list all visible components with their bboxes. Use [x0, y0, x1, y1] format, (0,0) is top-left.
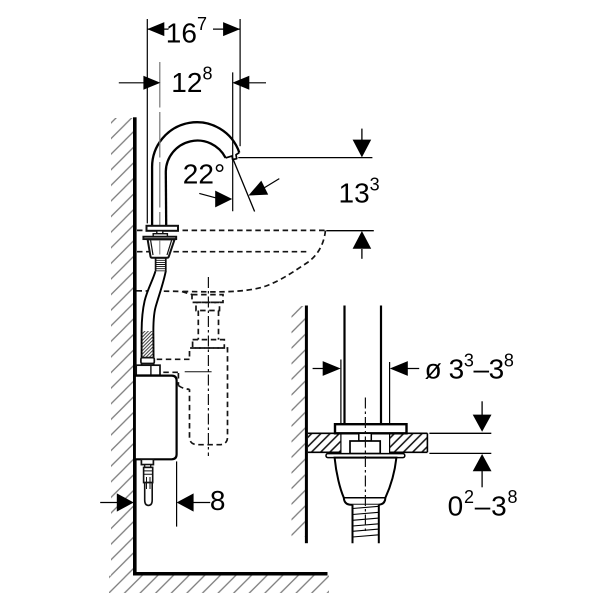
svg-text:02–38: 02–38 — [448, 487, 519, 521]
svg-text:22°: 22° — [183, 159, 225, 190]
svg-text:8: 8 — [210, 485, 226, 516]
